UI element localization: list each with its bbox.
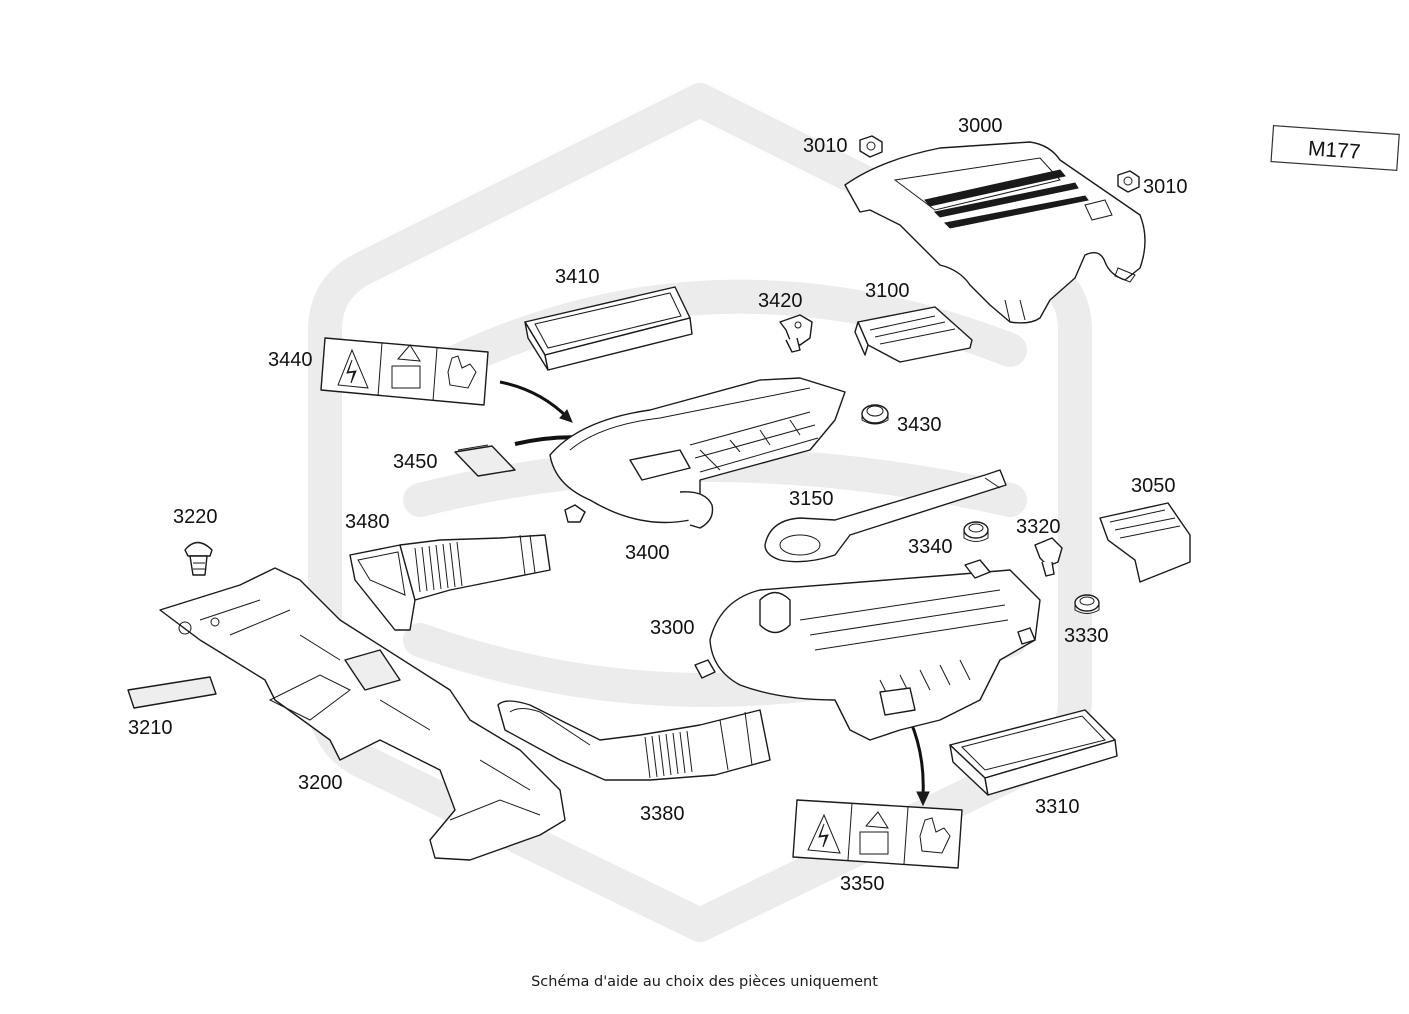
- label-3410: 3410: [555, 266, 600, 288]
- grommet-3340[interactable]: [963, 521, 989, 542]
- model-code-box: M177: [1270, 125, 1400, 171]
- nut-3010-left[interactable]: [859, 135, 883, 158]
- label-3320: 3320: [1016, 516, 1061, 538]
- label-3200: 3200: [298, 772, 343, 794]
- label-3350: 3350: [840, 873, 885, 895]
- air-box-3300[interactable]: [694, 559, 1041, 741]
- air-filter-3310[interactable]: [949, 709, 1118, 796]
- label-3340: 3340: [908, 536, 953, 558]
- air-filter-3410[interactable]: [524, 286, 693, 371]
- nut-3010-right[interactable]: [1117, 170, 1140, 193]
- air-box-3400[interactable]: [549, 377, 846, 529]
- clip-3220[interactable]: [184, 541, 213, 576]
- intake-duct-3480[interactable]: [349, 534, 551, 631]
- label-3010-right: 3010: [1143, 176, 1188, 198]
- label-3050: 3050: [1131, 475, 1176, 497]
- pad-3210[interactable]: [127, 676, 217, 709]
- label-3440: 3440: [268, 349, 313, 371]
- label-3380: 3380: [640, 803, 685, 825]
- engine-cover-3000[interactable]: [844, 141, 1146, 324]
- pad-3450[interactable]: [454, 444, 516, 477]
- label-3100: 3100: [865, 280, 910, 302]
- label-3010-left: 3010: [803, 135, 848, 157]
- label-3300: 3300: [650, 617, 695, 639]
- label-3400: 3400: [625, 542, 670, 564]
- warning-label-3440[interactable]: [320, 337, 489, 406]
- grommet-3330[interactable]: [1074, 594, 1100, 614]
- warning-label-3350[interactable]: [792, 799, 963, 869]
- bracket-3150[interactable]: [764, 469, 1007, 563]
- label-3150: 3150: [789, 488, 834, 510]
- sensor-3420[interactable]: [779, 314, 813, 353]
- label-3220: 3220: [173, 506, 218, 528]
- model-code-text: M177: [1307, 137, 1361, 164]
- grommet-3430[interactable]: [861, 404, 889, 425]
- label-3310: 3310: [1035, 796, 1080, 818]
- cover-3100[interactable]: [854, 306, 973, 363]
- label-3430: 3430: [897, 414, 942, 436]
- lower-bracket-3200[interactable]: [159, 567, 566, 861]
- part-labels: 3000 3010 3010 3410 3420 3100 3440 3430 …: [128, 115, 1188, 895]
- sensor-3320[interactable]: [1034, 537, 1063, 577]
- diagram-caption: Schéma d'aide au choix des pièces unique…: [531, 974, 878, 990]
- label-3480: 3480: [345, 511, 390, 533]
- label-3420: 3420: [758, 290, 803, 312]
- intake-duct-3380[interactable]: [497, 700, 771, 781]
- cover-3050[interactable]: [1099, 502, 1191, 583]
- label-3330: 3330: [1064, 625, 1109, 647]
- label-3000: 3000: [958, 115, 1003, 137]
- label-3210: 3210: [128, 717, 173, 739]
- label-3450: 3450: [393, 451, 438, 473]
